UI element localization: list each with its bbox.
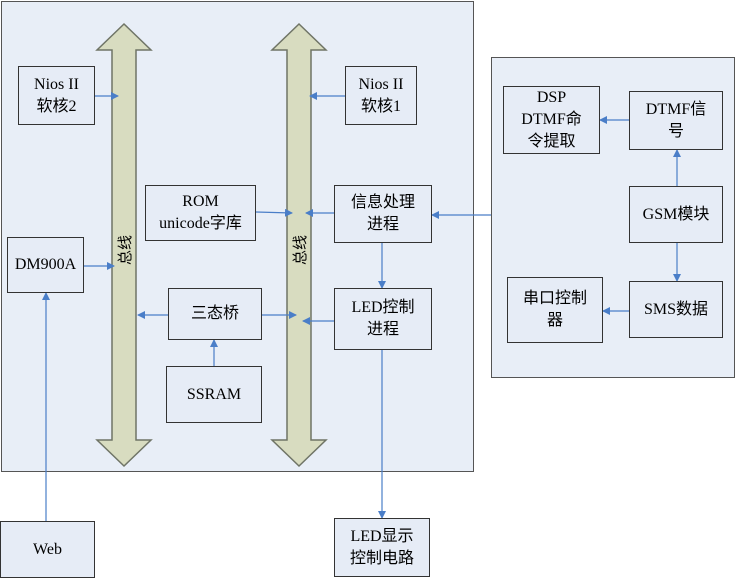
- node-web: Web: [0, 521, 95, 578]
- node-text: DTMF命: [521, 111, 582, 128]
- node-dtmf-signal: DTMF信号: [629, 91, 723, 150]
- node-text: 令提取: [527, 133, 576, 150]
- node-text: 控制电路: [349, 549, 414, 567]
- node-text: 软核2: [36, 97, 77, 115]
- node-text: LED控制: [351, 299, 415, 316]
- bus-right-label: 总线: [291, 235, 309, 266]
- node-tristate-bridge: 三态桥: [168, 288, 262, 340]
- node-text: SMS数据: [643, 300, 709, 318]
- node-text: 号: [667, 122, 684, 140]
- node-text: GSM模块: [642, 205, 710, 223]
- node-gsm-module: GSM模块: [629, 186, 723, 243]
- node-dm900a: DM900A: [7, 237, 84, 293]
- node-text: 进程: [366, 321, 399, 338]
- node-uart-controller: 串口控制器: [507, 277, 603, 343]
- node-text: Nios II: [358, 75, 404, 93]
- node-text: Nios II: [34, 75, 79, 93]
- node-text: 软核1: [360, 97, 401, 115]
- node-nios2-core1: Nios II 软核1: [345, 66, 417, 125]
- node-text: 进程: [366, 216, 399, 233]
- node-sms-data: SMS数据: [629, 281, 723, 338]
- node-ssram: SSRAM: [166, 366, 262, 423]
- node-text: LED显示: [350, 527, 414, 545]
- node-nios2-core2: Nios II 软核2: [18, 66, 95, 125]
- arrow-rom-to-bus: [255, 208, 293, 217]
- node-text: SSRAM: [186, 385, 242, 403]
- node-text: 信息处理: [350, 194, 415, 211]
- bus-left-arrow: [95, 22, 153, 468]
- node-text: ROM: [182, 193, 219, 210]
- node-led-control: LED控制进程: [334, 288, 432, 350]
- bus-left-label: 总线: [116, 235, 134, 266]
- node-dsp-dtmf: DSP DTMF命令提取: [503, 86, 600, 154]
- bus-right-arrow: [270, 22, 328, 468]
- node-text: DM900A: [14, 256, 77, 273]
- node-text: 三态桥: [190, 305, 239, 322]
- node-text: DSP: [536, 89, 567, 106]
- node-text: unicode字库: [159, 215, 242, 232]
- node-rom: ROM unicode字库: [145, 185, 256, 241]
- node-text: Web: [33, 540, 62, 558]
- node-led-display: LED显示控制电路: [334, 518, 430, 577]
- node-text: 串口控制: [522, 290, 587, 307]
- node-text: 器: [546, 312, 563, 329]
- node-text: DTMF信: [645, 100, 707, 118]
- node-info-process: 信息处理进程: [334, 185, 432, 243]
